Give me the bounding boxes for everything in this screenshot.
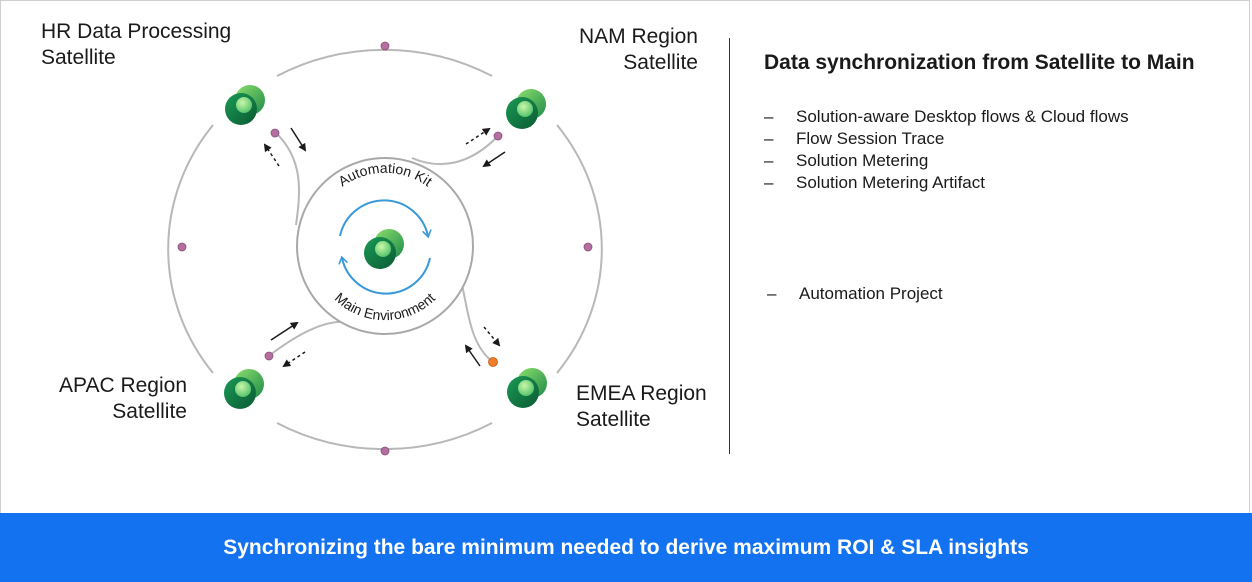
list-item-text: Solution Metering Artifact — [796, 173, 985, 192]
vertical-divider — [729, 38, 730, 454]
hr-satellite-line-1: HR Data Processing — [41, 20, 232, 43]
additional-data-list: – Automation Project — [767, 283, 943, 305]
dash-bullet: – — [764, 107, 774, 126]
direction-arrows — [263, 127, 506, 368]
dash-bullet: – — [764, 129, 774, 148]
dash-bullet: – — [767, 284, 777, 303]
dataverse-logo-icon — [225, 85, 265, 125]
list-item: – Automation Project — [767, 283, 943, 305]
dataverse-logo-icon — [224, 369, 264, 409]
emea-satellite-label: EMEA Region Satellite — [576, 381, 707, 433]
hr-satellite-label: HR Data Processing Satellite — [41, 19, 231, 71]
list-item: – Solution-aware Desktop flows & Cloud fl… — [764, 106, 1129, 128]
synced-data-list: – Solution-aware Desktop flows & Cloud fl… — [764, 106, 1129, 194]
list-item-text: Flow Session Trace — [796, 129, 945, 148]
ring-nodes — [177, 41, 593, 456]
banner-text: Synchronizing the bare minimum needed to… — [223, 535, 1029, 559]
apac-satellite-line-1: APAC Region — [58, 374, 187, 397]
apac-satellite-label: APAC Region Satellite — [45, 373, 187, 425]
dataverse-logo-icon — [507, 368, 547, 408]
nam-satellite-label: NAM Region Satellite — [557, 24, 698, 76]
nam-satellite-line-2: Satellite — [623, 51, 698, 74]
apac-satellite-line-2: Satellite — [112, 400, 187, 423]
nam-satellite-line-1: NAM Region — [578, 25, 698, 48]
dataverse-logo-icon — [506, 89, 546, 129]
info-title: Data synchronization from Satellite to M… — [764, 51, 1195, 74]
emea-satellite-line-1: EMEA Region — [576, 382, 707, 405]
connector-curves — [269, 131, 499, 363]
list-item: – Solution Metering Artifact — [764, 172, 1129, 194]
summary-banner: Synchronizing the bare minimum needed to… — [0, 513, 1252, 582]
sync-diagram: Automation Kit Main Environment — [167, 41, 603, 456]
list-item-text: Automation Project — [799, 284, 943, 303]
list-item-text: Solution-aware Desktop flows & Cloud flo… — [796, 107, 1129, 126]
list-item-text: Solution Metering — [796, 151, 929, 170]
list-item: – Flow Session Trace — [764, 128, 1129, 150]
list-item: – Solution Metering — [764, 150, 1129, 172]
sync-icon — [340, 199, 430, 295]
dash-bullet: – — [764, 151, 774, 170]
hr-satellite-line-2: Satellite — [41, 46, 116, 69]
dataverse-logo-icon — [364, 229, 404, 269]
dash-bullet: – — [764, 173, 774, 192]
emea-satellite-line-2: Satellite — [576, 408, 651, 431]
